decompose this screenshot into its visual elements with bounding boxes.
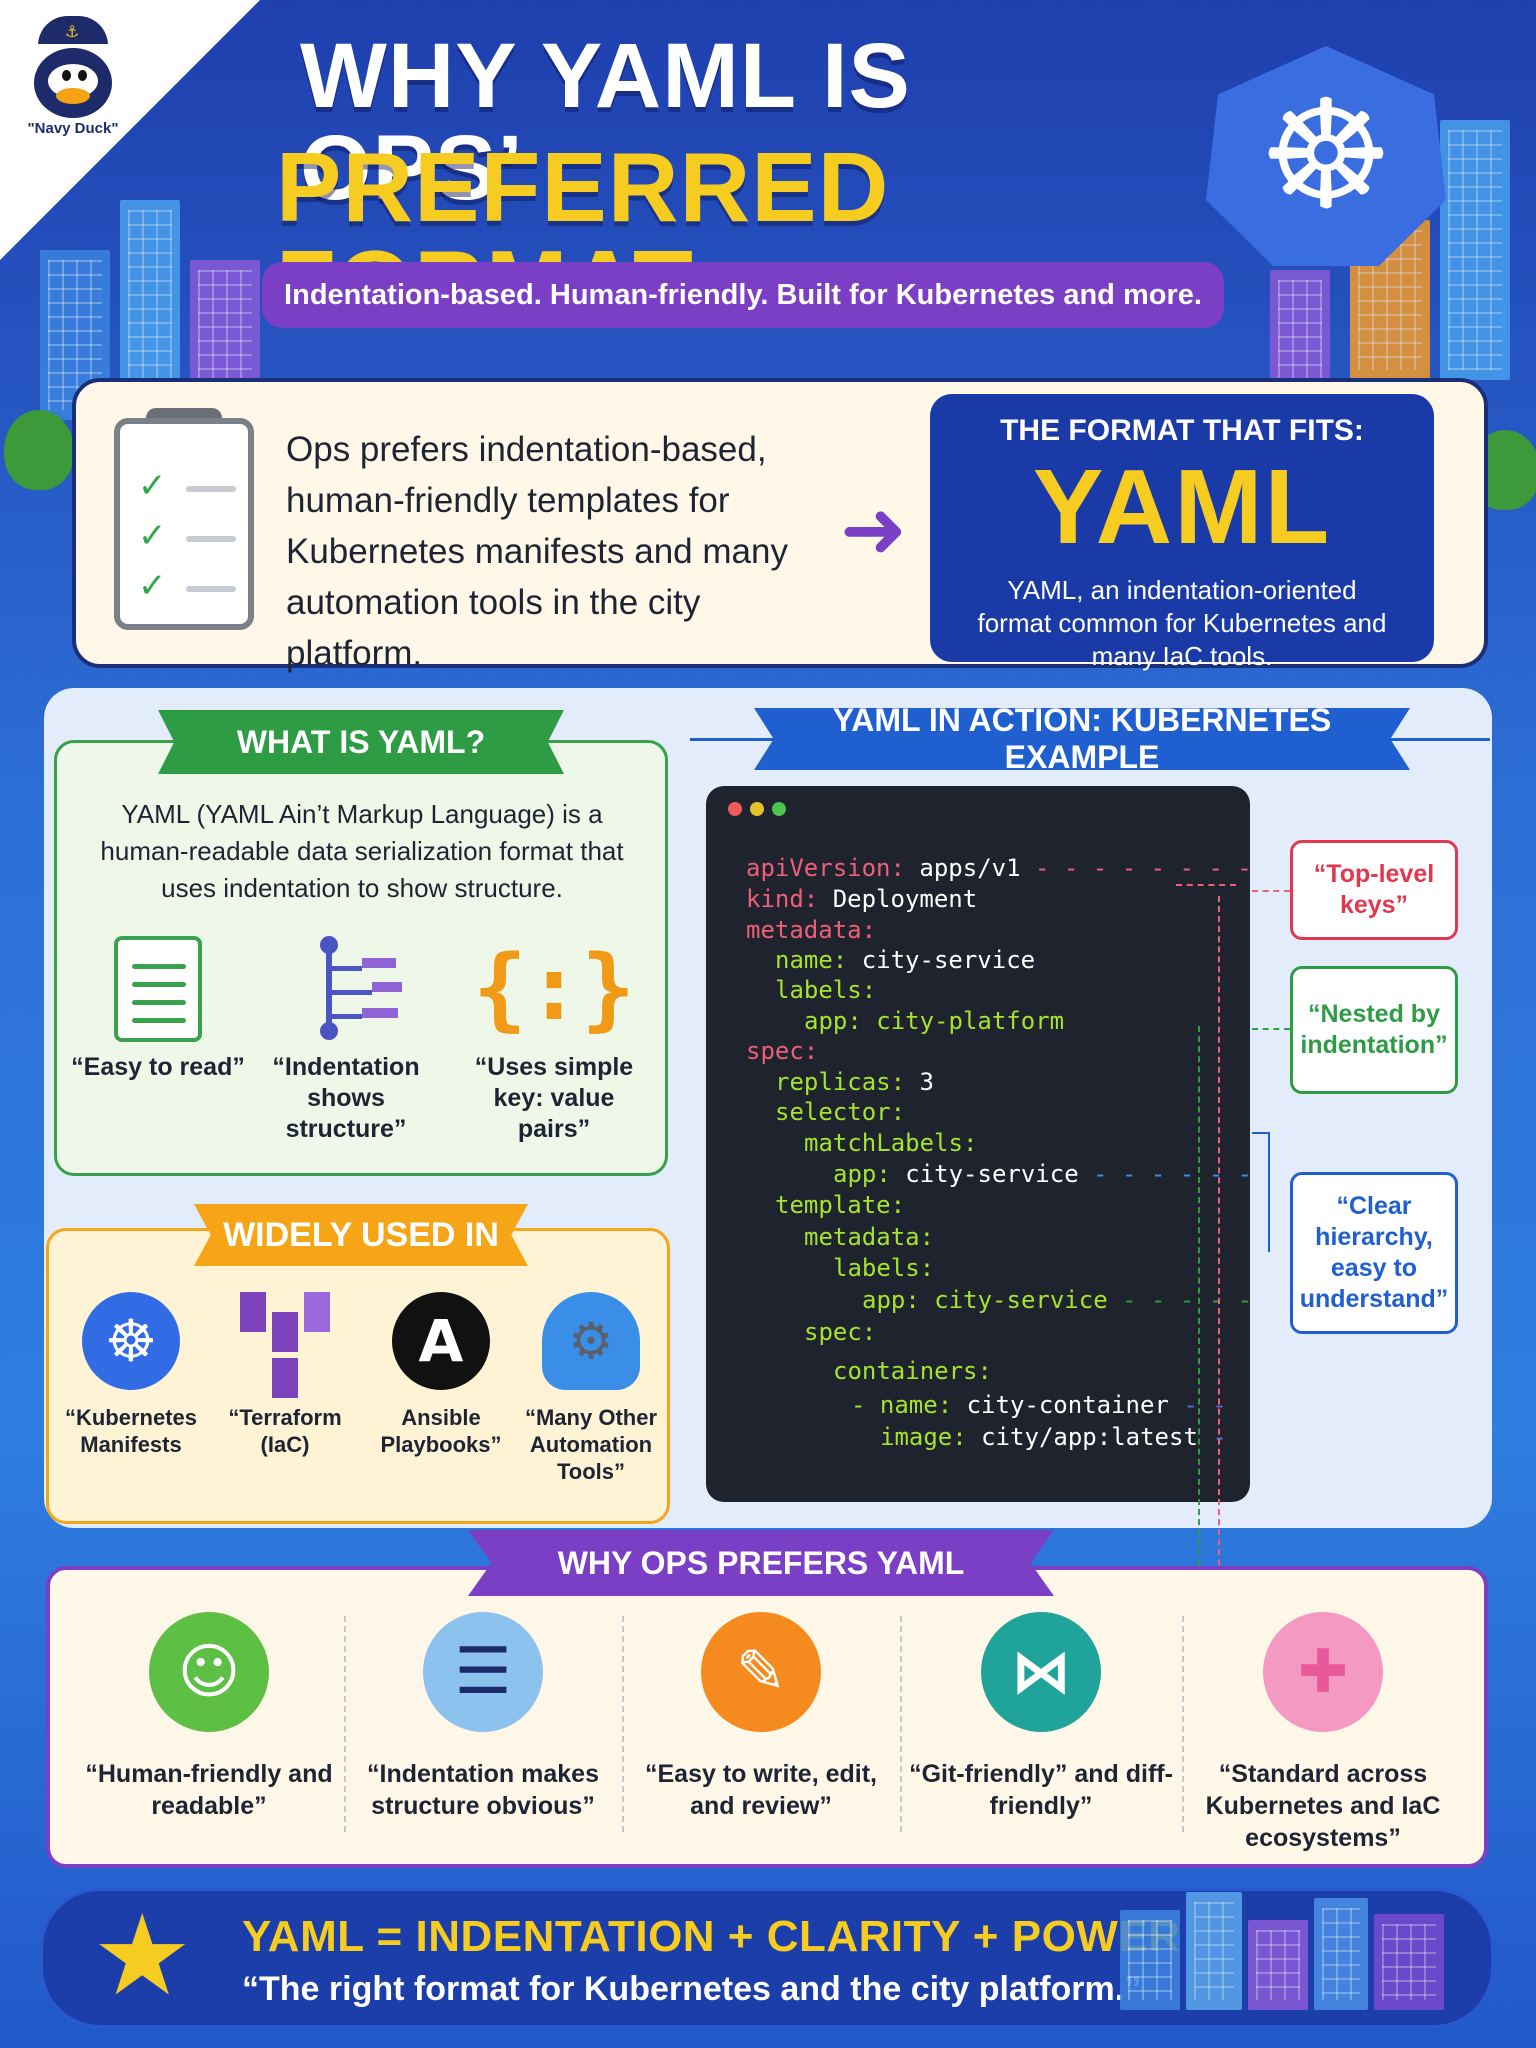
code-line: apiVersion: apps/v1 - - - - - - - -: [746, 854, 1252, 882]
feature-indentation: “Indentation shows structure”: [256, 936, 436, 1145]
page-title-line1: WHY YAML IS OPS’: [300, 25, 911, 219]
tool-label: “Many Other Automation Tools”: [524, 1405, 658, 1484]
fit-title: THE FORMAT THAT FITS:: [1000, 414, 1364, 447]
terraform-icon: [236, 1292, 334, 1398]
banner-headline: YAML = INDENTATION + CLARITY + POWER: [242, 1912, 1181, 1961]
list-icon: ☰: [423, 1612, 543, 1732]
tool-terraform: “Terraform (IaC): [210, 1292, 360, 1458]
puzzle-icon: ✚: [1263, 1612, 1383, 1732]
code-line: app: city-platform: [804, 1007, 1065, 1035]
why-label: “Human-friendly and readable”: [85, 1760, 333, 1820]
why-human-friendly: ☺ “Human-friendly and readable”: [74, 1612, 344, 1822]
code-line: image: city/app:latest -: [880, 1423, 1227, 1451]
tool-label: “Terraform (IaC): [228, 1405, 342, 1457]
star-icon: ★: [92, 1891, 193, 2021]
tool-label: Ansible Playbooks”: [380, 1405, 502, 1457]
code-line: kind: Deployment: [746, 885, 978, 913]
tool-other: ⚙ “Many Other Automation Tools”: [516, 1292, 666, 1485]
feature-label: “Uses simple key: value pairs”: [474, 1053, 634, 1143]
note-top-level-keys: “Top-level keys”: [1290, 840, 1458, 940]
why-label: “Git-friendly” and diff-friendly”: [909, 1760, 1173, 1820]
mascot-label: "Navy Duck": [27, 120, 119, 137]
braces-icon: {:}: [472, 936, 636, 1041]
kubernetes-icon: ☸: [82, 1292, 180, 1390]
fit-format-name: YAML: [1032, 448, 1332, 566]
code-line: app: city-service - - - - -: [862, 1286, 1253, 1314]
kubernetes-helm-icon: ☸: [1206, 46, 1446, 266]
code-line: spec:: [804, 1318, 877, 1346]
banner-tagline: “The right format for Kubernetes and the…: [242, 1970, 1142, 2008]
code-line: metadata:: [804, 1223, 935, 1251]
smiley-icon: ☺: [149, 1612, 269, 1732]
code-window: apiVersion: apps/v1 - - - - - - - - kind…: [706, 786, 1253, 1696]
divider: [344, 1616, 346, 1832]
code-line: labels:: [775, 976, 877, 1004]
code-line: selector:: [775, 1098, 906, 1126]
code-line: name: city-service: [775, 946, 1036, 974]
code-line: labels:: [833, 1254, 935, 1282]
example-heading: YAML IN ACTION: KUBERNETES EXAMPLE: [754, 708, 1410, 770]
code-line: template:: [775, 1191, 906, 1219]
why-git-friendly: ⋈ “Git-friendly” and diff-friendly”: [906, 1612, 1176, 1822]
why-indentation: ☰ “Indentation makes structure obvious”: [348, 1612, 618, 1822]
tool-ansible: A Ansible Playbooks”: [366, 1292, 516, 1458]
mascot: "Navy Duck": [18, 16, 128, 137]
code-line: containers:: [833, 1357, 992, 1385]
why-label: “Indentation makes structure obvious”: [367, 1760, 599, 1820]
divider: [900, 1616, 902, 1832]
guide-line-red: [1176, 884, 1236, 886]
guide-line-green: [1198, 1026, 1200, 1676]
checklist-icon: ✓ ✓ ✓: [114, 418, 254, 630]
code-line: - name: city-container - -: [851, 1391, 1227, 1419]
format-fits-box: THE FORMAT THAT FITS: YAML YAML, an inde…: [930, 394, 1434, 671]
window-controls: [728, 802, 794, 821]
tool-kubernetes: ☸ “Kubernetes Manifests: [56, 1292, 206, 1458]
feature-label: “Easy to read”: [71, 1053, 245, 1081]
arrow-right-icon: ➜: [840, 483, 908, 576]
why-label: “Easy to write, edit, and review”: [644, 1760, 877, 1820]
cloud-gear-icon: ⚙: [542, 1292, 640, 1390]
guide-line-pink: [1218, 896, 1220, 1696]
ansible-icon: A: [392, 1292, 490, 1390]
feature-key-value: {:} “Uses simple key: value pairs”: [464, 936, 644, 1145]
connector-green: [1252, 1028, 1290, 1030]
fit-description: YAML, an indentation-oriented format com…: [977, 575, 1387, 671]
connector-blue: [1252, 1132, 1270, 1252]
what-is-yaml-heading: WHAT IS YAML?: [158, 710, 564, 774]
note-hierarchy: “Clear hierarchy, easy to understand”: [1290, 1172, 1458, 1334]
divider: [622, 1616, 624, 1832]
why-standard: ✚ “Standard across Kubernetes and IaC ec…: [1188, 1612, 1458, 1854]
document-list-icon: [114, 936, 202, 1042]
intro-text: Ops prefers indentation-based, human-fri…: [286, 430, 788, 673]
subtitle-pill: Indentation-based. Human-friendly. Built…: [262, 262, 1224, 328]
tree-structure-icon: [286, 936, 406, 1042]
code-line: app: city-service - - - - - -: [833, 1160, 1253, 1188]
why-ops-heading: WHY OPS PREFERS YAML: [468, 1530, 1054, 1596]
captain-hat-icon: [38, 16, 108, 50]
connector-red: [1252, 890, 1290, 892]
duck-icon: [34, 48, 112, 118]
note-nested: “Nested by indentation”: [1290, 966, 1458, 1094]
code-line: matchLabels:: [804, 1129, 978, 1157]
feature-label: “Indentation shows structure”: [272, 1053, 420, 1143]
tool-label: “Kubernetes Manifests: [64, 1405, 198, 1457]
code-line: spec:: [746, 1037, 819, 1065]
pencil-icon: ✎: [701, 1612, 821, 1732]
git-icon: ⋈: [981, 1612, 1101, 1732]
why-easy-to-write: ✎ “Easy to write, edit, and review”: [626, 1612, 896, 1822]
what-is-yaml-text: YAML (YAML Ain’t Markup Language) is a h…: [100, 799, 624, 903]
widely-used-heading: WIDELY USED IN: [194, 1204, 528, 1266]
code-line: metadata:: [746, 916, 877, 944]
why-label: “Standard across Kubernetes and IaC ecos…: [1205, 1760, 1441, 1852]
divider: [1182, 1616, 1184, 1832]
feature-easy-to-read: “Easy to read”: [68, 936, 248, 1083]
code-line: replicas: 3: [775, 1068, 934, 1096]
